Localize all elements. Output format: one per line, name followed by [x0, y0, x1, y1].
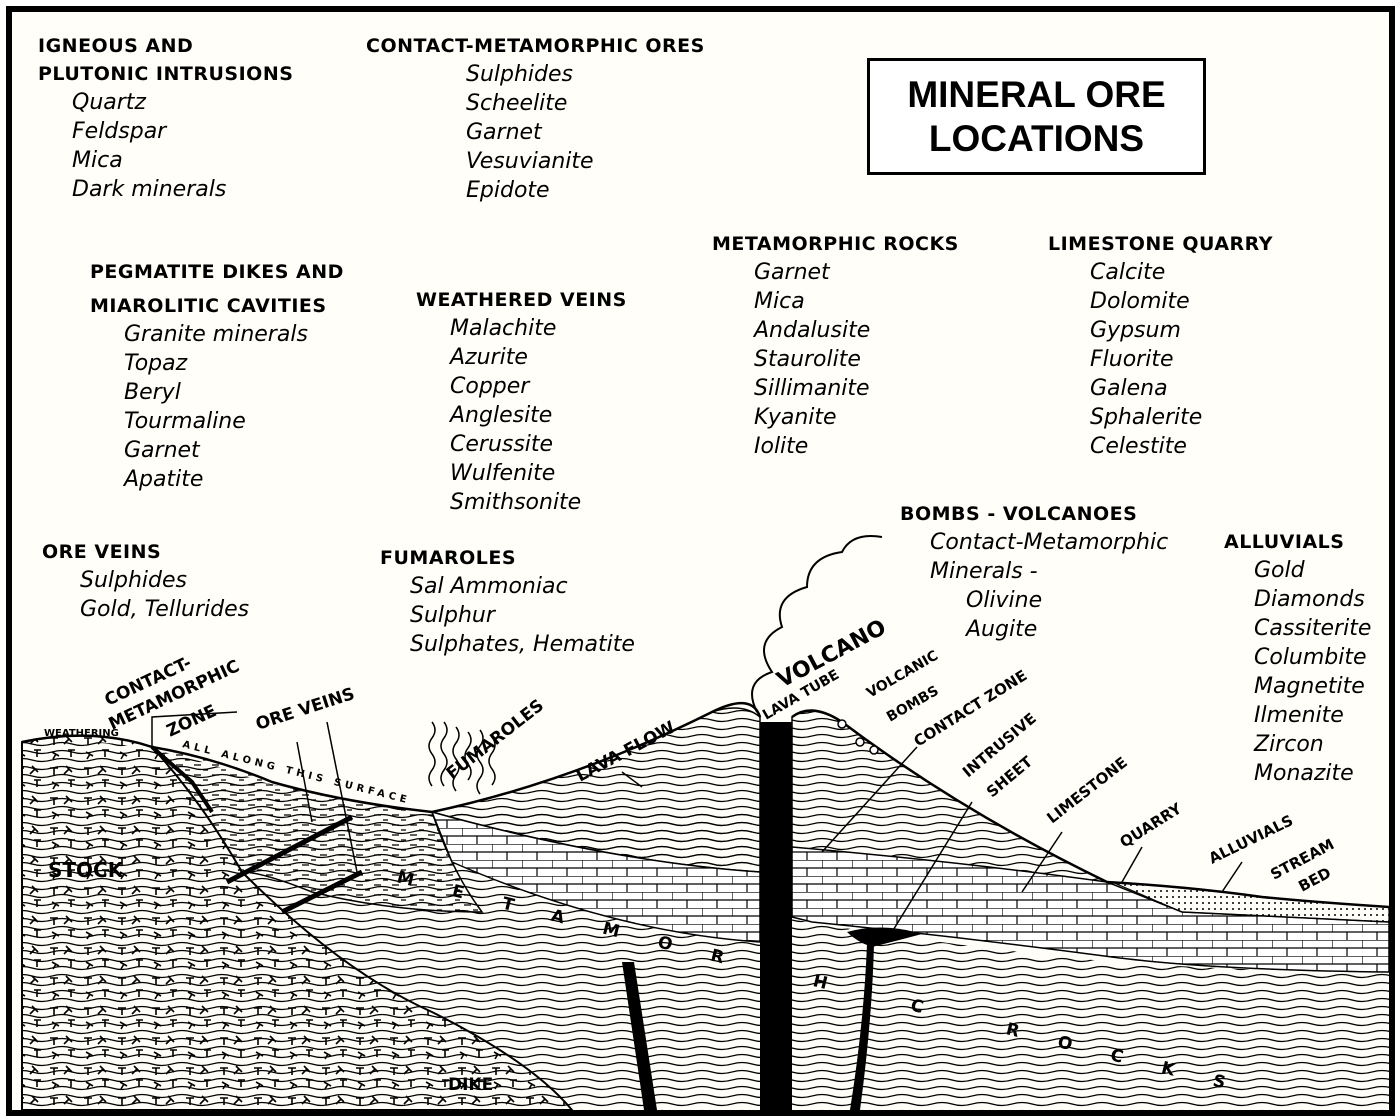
legend-item: Columbite — [1254, 643, 1371, 672]
legend-item: Garnet — [124, 436, 344, 465]
legend-item: Sulphates, Hematite — [410, 630, 635, 659]
legend-weathered-heading: WEATHERED VEINS — [416, 286, 627, 314]
legend-item: Gypsum — [1090, 316, 1273, 345]
label-stock: STOCK — [48, 858, 125, 882]
legend-ore-veins-heading: ORE VEINS — [42, 538, 249, 566]
legend-item: Andalusite — [754, 316, 959, 345]
legend-pegmatite: PEGMATITE DIKES AND MIAROLITIC CAVITIES … — [90, 258, 344, 494]
label-limestone: LIMESTONE — [1043, 753, 1130, 827]
legend-item: Smithsonite — [450, 488, 627, 517]
legend-item: Magnetite — [1254, 672, 1371, 701]
legend-weathered: WEATHERED VEINS Malachite Azurite Copper… — [416, 286, 627, 517]
label-ore-veins: ORE VEINS — [253, 684, 357, 735]
diagram-frame: CONTACT- METAMORPHIC ZONE WEATHERING ALL… — [6, 6, 1395, 1116]
legend-item: Cassiterite — [1254, 614, 1371, 643]
label-quarry: QUARRY — [1117, 799, 1186, 852]
legend-item: Sulphides — [466, 60, 705, 89]
legend-item: Tourmaline — [124, 407, 344, 436]
legend-limestone: LIMESTONE QUARRY Calcite Dolomite Gypsum… — [1048, 230, 1273, 461]
legend-item: Zircon — [1254, 730, 1371, 759]
legend-limestone-heading: LIMESTONE QUARRY — [1048, 230, 1273, 258]
legend-igneous-heading-1: IGNEOUS AND — [38, 32, 293, 60]
legend-alluvials: ALLUVIALS Gold Diamonds Cassiterite Colu… — [1224, 528, 1371, 788]
legend-item: Epidote — [466, 176, 705, 205]
legend-contact-ores-heading: CONTACT-METAMORPHIC ORES — [366, 32, 705, 60]
legend-fumaroles-heading: FUMAROLES — [380, 544, 635, 572]
legend-metamorphic: METAMORPHIC ROCKS Garnet Mica Andalusite… — [712, 230, 959, 461]
legend-bombs-heading: BOMBS - VOLCANOES — [900, 500, 1168, 528]
legend-igneous-heading-2: PLUTONIC INTRUSIONS — [38, 60, 293, 88]
legend-item: Beryl — [124, 378, 344, 407]
legend-item: Copper — [450, 372, 627, 401]
legend-pegmatite-heading-1: PEGMATITE DIKES AND — [90, 258, 344, 286]
legend-item: Contact-Metamorphic — [930, 528, 1168, 557]
legend-item: Dark minerals — [72, 175, 293, 204]
title-line-1: MINERAL ORE — [870, 73, 1203, 117]
legend-item: Kyanite — [754, 403, 959, 432]
legend-item: Galena — [1090, 374, 1273, 403]
legend-item: Staurolite — [754, 345, 959, 374]
legend-item: Sulphur — [410, 601, 635, 630]
legend-item: Malachite — [450, 314, 627, 343]
legend-item: Anglesite — [450, 401, 627, 430]
legend-item: Dolomite — [1090, 287, 1273, 316]
legend-item: Diamonds — [1254, 585, 1371, 614]
legend-item: Fluorite — [1090, 345, 1273, 374]
legend-fumaroles: FUMAROLES Sal Ammoniac Sulphur Sulphates… — [380, 544, 635, 659]
legend-item: Cerussite — [450, 430, 627, 459]
lava-tube — [760, 722, 792, 1110]
legend-metamorphic-heading: METAMORPHIC ROCKS — [712, 230, 959, 258]
legend-contact-ores: CONTACT-METAMORPHIC ORES Sulphides Schee… — [366, 32, 705, 205]
legend-item: Gold, Tellurides — [80, 595, 249, 624]
legend-item: Gold — [1254, 556, 1371, 585]
legend-item: Celestite — [1090, 432, 1273, 461]
legend-item: Sillimanite — [754, 374, 959, 403]
legend-item: Mica — [754, 287, 959, 316]
legend-item: Monazite — [1254, 759, 1371, 788]
legend-item: Calcite — [1090, 258, 1273, 287]
legend-item: Sal Ammoniac — [410, 572, 635, 601]
legend-item: Azurite — [450, 343, 627, 372]
legend-item: Sphalerite — [1090, 403, 1273, 432]
legend-item: Iolite — [754, 432, 959, 461]
legend-item: Sulphides — [80, 566, 249, 595]
label-dike: DIKE — [448, 1075, 493, 1095]
legend-item: Mica — [72, 146, 293, 175]
legend-pegmatite-heading-2: MIAROLITIC CAVITIES — [90, 292, 344, 320]
legend-item: Scheelite — [466, 89, 705, 118]
legend-alluvials-heading: ALLUVIALS — [1224, 528, 1371, 556]
legend-item: Apatite — [124, 465, 344, 494]
legend-item: Topaz — [124, 349, 344, 378]
label-weathering: WEATHERING — [44, 728, 119, 739]
legend-item: Feldspar — [72, 117, 293, 146]
legend-item: Quartz — [72, 88, 293, 117]
legend-item: Garnet — [754, 258, 959, 287]
legend-item: Ilmenite — [1254, 701, 1371, 730]
title-line-2: LOCATIONS — [870, 117, 1203, 161]
legend-item: Garnet — [466, 118, 705, 147]
legend-item: Augite — [930, 615, 1168, 644]
legend-bombs: BOMBS - VOLCANOES Contact-Metamorphic Mi… — [900, 500, 1168, 644]
legend-igneous: IGNEOUS AND PLUTONIC INTRUSIONS Quartz F… — [38, 32, 293, 204]
legend-item: Wulfenite — [450, 459, 627, 488]
legend-item: Olivine — [930, 586, 1168, 615]
title-box: MINERAL ORE LOCATIONS — [867, 58, 1206, 175]
legend-ore-veins: ORE VEINS Sulphides Gold, Tellurides — [42, 538, 249, 624]
legend-item: Minerals - — [930, 557, 1168, 586]
legend-item: Vesuvianite — [466, 147, 705, 176]
legend-item: Granite minerals — [124, 320, 344, 349]
